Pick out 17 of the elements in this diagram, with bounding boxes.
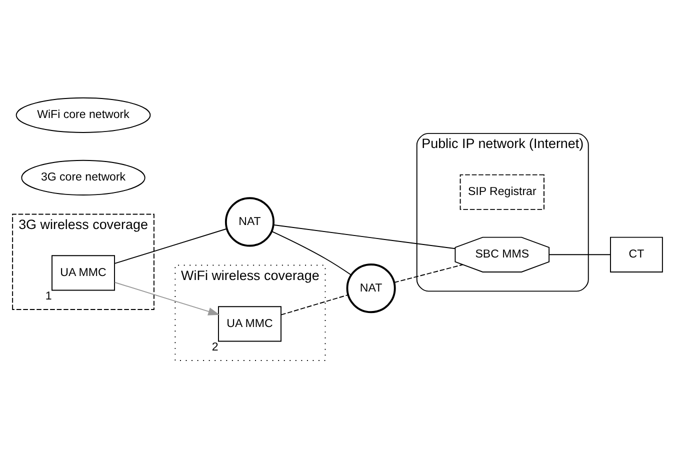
node-circle: NAT xyxy=(224,197,274,247)
connector xyxy=(280,294,348,316)
node-circle: NAT xyxy=(346,264,396,314)
arrow xyxy=(114,282,220,316)
node-label: 1 xyxy=(45,290,52,302)
node-ellipse: 3G core network xyxy=(21,160,146,196)
connector xyxy=(272,224,456,250)
connector xyxy=(394,264,464,283)
node-box: UA MMC xyxy=(52,255,115,291)
node-box: UA MMC xyxy=(218,306,282,342)
node-box: SIP Registrar xyxy=(460,174,544,210)
node-ellipse: WiFi core network xyxy=(16,97,151,133)
connector xyxy=(114,228,228,264)
node-box: CT xyxy=(610,236,663,272)
node-label: 2 xyxy=(212,341,218,354)
connector xyxy=(271,230,352,276)
connector xyxy=(548,254,611,256)
